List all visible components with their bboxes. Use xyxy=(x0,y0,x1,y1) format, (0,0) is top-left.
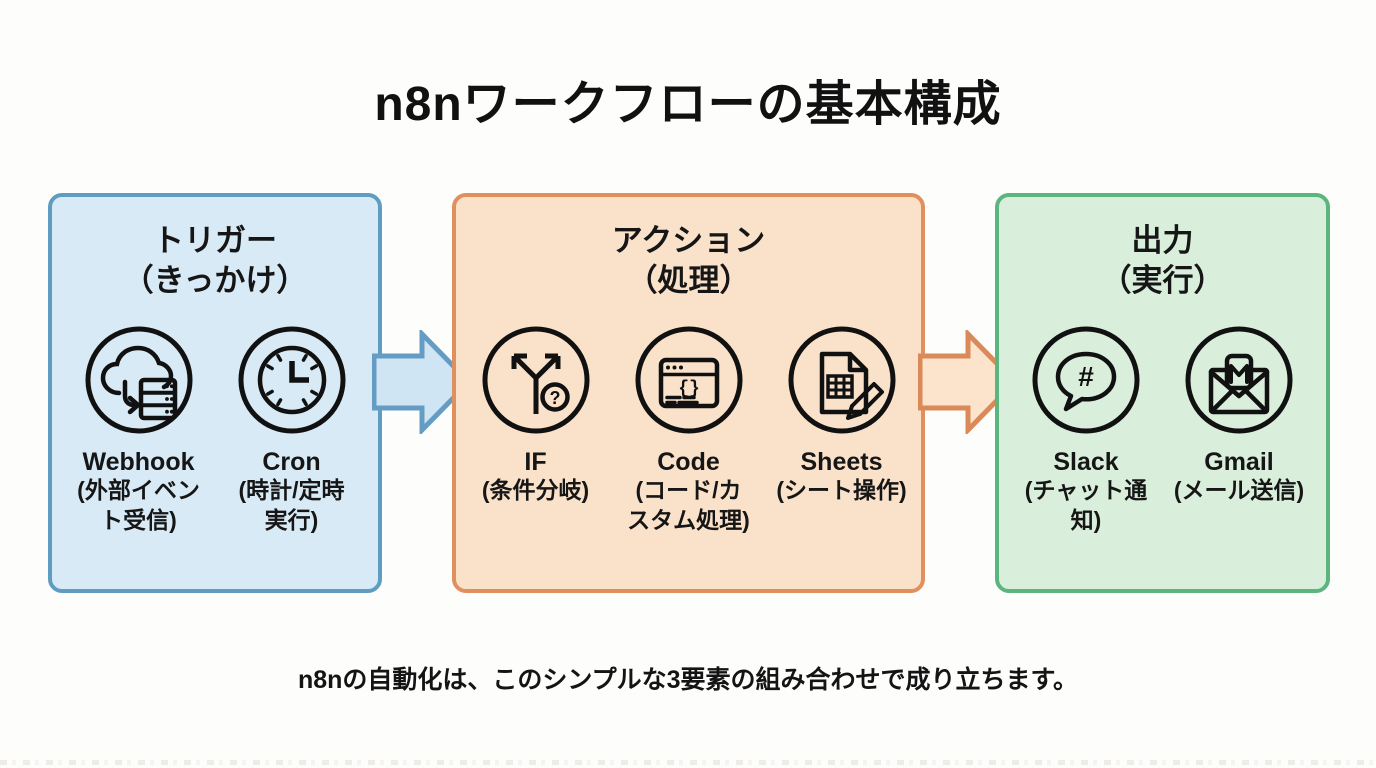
action-box-title: アクション xyxy=(611,223,766,258)
arrow-trigger-to-action xyxy=(372,330,472,434)
output-items: # Slack (チャット通 知) xyxy=(1013,324,1313,537)
item-name: Gmail xyxy=(1204,447,1274,476)
item-name: Slack xyxy=(1053,447,1119,476)
item-name: Webhook xyxy=(82,447,195,476)
item-name: Cron xyxy=(262,447,321,476)
item-slack: # Slack (チャット通 知) xyxy=(1013,324,1160,537)
branch-question-icon: ? xyxy=(480,324,592,436)
item-sheets: Sheets (シート操作) xyxy=(768,324,915,537)
action-box-subtitle: （処理） xyxy=(626,263,751,299)
code-window-icon: {} xyxy=(633,324,745,436)
svg-text:{}: {} xyxy=(678,379,700,399)
item-desc: (チャット通 知) xyxy=(1024,477,1148,534)
output-box-subtitle: （実行） xyxy=(1100,263,1225,299)
item-desc: (コード/カ スタム処理) xyxy=(627,477,750,534)
output-box-title: 出力 xyxy=(1131,223,1194,258)
item-gmail: Gmail (メール送信) xyxy=(1166,324,1313,537)
envelope-mail-icon xyxy=(1183,324,1295,436)
hash-bubble-icon: # xyxy=(1030,324,1142,436)
page-title: n8nワークフローの基本構成 xyxy=(374,78,1002,131)
clock-icon xyxy=(236,324,348,436)
item-desc: (シート操作) xyxy=(776,477,907,504)
item-if: ? IF (条件分岐) xyxy=(462,324,609,537)
item-cron: Cron (時計/定時 実行) xyxy=(218,324,365,537)
bottom-noise-strip xyxy=(0,760,1376,765)
item-desc: (メール送信) xyxy=(1173,477,1305,504)
item-desc: (外部イベン ト受信) xyxy=(77,477,200,534)
sheet-pencil-icon xyxy=(786,324,898,436)
item-name: Code xyxy=(657,447,720,476)
arrow-action-to-output xyxy=(918,330,1018,434)
item-name: Sheets xyxy=(800,447,883,476)
cloud-server-icon xyxy=(83,324,195,436)
trigger-box: トリガー （きっかけ） xyxy=(48,193,382,593)
svg-text:?: ? xyxy=(549,388,560,408)
svg-text:#: # xyxy=(1078,361,1094,392)
output-box: 出力 （実行） # Slack (チャット通 知) xyxy=(995,193,1330,593)
action-box: アクション （処理） ? IF (条件分岐) xyxy=(452,193,925,593)
item-desc: (時計/定時 実行) xyxy=(238,477,345,534)
trigger-box-title: トリガー xyxy=(153,223,277,258)
item-code: {} Code (コード/カ スタム処理) xyxy=(615,324,762,537)
action-items: ? IF (条件分岐) xyxy=(462,324,915,537)
trigger-box-subtitle: （きっかけ） xyxy=(122,263,308,299)
trigger-items: Webhook (外部イベン ト受信) xyxy=(65,324,365,537)
item-name: IF xyxy=(524,447,547,476)
item-desc: (条件分岐) xyxy=(481,477,590,504)
item-webhook: Webhook (外部イベン ト受信) xyxy=(65,324,212,537)
footer-caption: n8nの自動化は、このシンプルな3要素の組み合わせで成り立ちます。 xyxy=(297,666,1079,694)
